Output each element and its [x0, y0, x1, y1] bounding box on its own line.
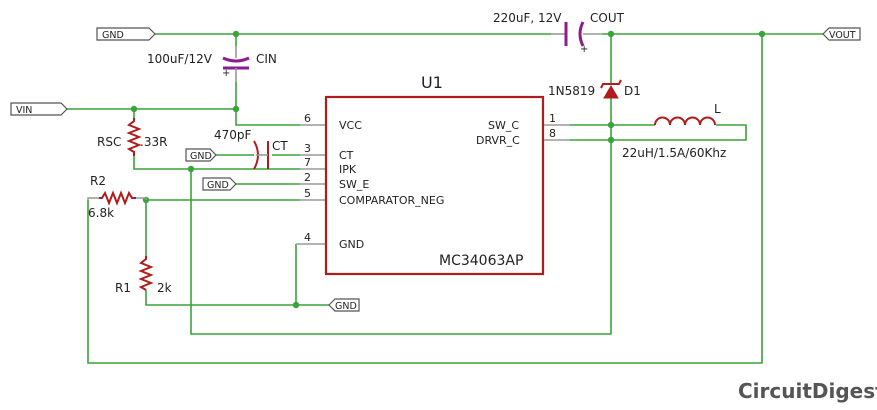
pin-number: 6	[304, 112, 311, 125]
wire-ipk-return	[190, 125, 612, 335]
diode-triangle	[603, 85, 619, 99]
pin-name: DRVR_C	[476, 134, 520, 147]
cap-plate-curved	[222, 56, 250, 63]
port-gnd-bottom[interactable]: GND	[328, 298, 360, 312]
polarity-mark: +	[222, 68, 230, 79]
rsc-value: .33R	[140, 135, 167, 149]
pin-name: SW_C	[488, 119, 519, 132]
port-label: GND	[335, 301, 357, 312]
capacitor-cin[interactable]: + 100uF/12V CIN	[147, 46, 277, 82]
watermark-text: CircuitDigest	[738, 379, 877, 403]
cin-ref: CIN	[256, 52, 277, 66]
pin-name: COMPARATOR_NEG	[339, 194, 444, 207]
rsc-ref: RSC	[97, 135, 121, 149]
junction-dot	[292, 301, 300, 309]
resistor-r2[interactable]: R2 6.8k	[87, 174, 147, 220]
port-label: GND	[207, 180, 229, 191]
r1-ref: R1	[115, 281, 131, 295]
resistor-rsc[interactable]: RSC .33R	[97, 118, 167, 156]
pin-number: 1	[549, 112, 556, 125]
port-gnd-top[interactable]: GND	[96, 27, 156, 41]
port-vin[interactable]: VIN	[10, 102, 68, 116]
junction-dot	[187, 165, 195, 173]
r1-value: 2k	[157, 281, 172, 295]
pin-number: 5	[304, 187, 311, 200]
pin-number: 4	[304, 231, 311, 244]
pin-name: GND	[339, 238, 364, 251]
l-ref: L	[714, 102, 721, 116]
watermark-logo: CircuitDigest	[738, 379, 877, 403]
pin-name: SW_E	[339, 178, 369, 191]
wire-drvrc	[570, 124, 747, 141]
junction-dot	[607, 30, 615, 38]
junction-dot	[607, 121, 615, 129]
pin-number: 7	[304, 156, 311, 169]
wire-feedback-loop	[87, 34, 763, 364]
capacitor-ct[interactable]: 470pF CT	[214, 128, 288, 170]
junctions	[130, 30, 766, 309]
wire-cin-vcc	[235, 82, 300, 126]
diode-d1[interactable]: 1N5819 D1	[548, 79, 641, 99]
cin-value: 100uF/12V	[147, 52, 213, 66]
d1-value: 1N5819	[548, 84, 595, 98]
ct-value: 470pF	[214, 128, 252, 142]
ic-ref: U1	[421, 73, 443, 92]
port-vout[interactable]: VOUT	[822, 27, 861, 41]
diode-bar	[600, 79, 622, 89]
l-value: 22uH/1.5A/60Khz	[622, 146, 726, 160]
wire-r1-gnd	[145, 290, 329, 306]
pin-number: 3	[304, 142, 311, 155]
r2-value: 6.8k	[88, 206, 114, 220]
wire-rsc-ipk	[133, 156, 300, 170]
port-label: VIN	[16, 105, 32, 116]
pin-number: 8	[549, 127, 556, 140]
resistor-r1[interactable]: R1 2k	[115, 256, 172, 295]
port-gnd-ct[interactable]: GND	[185, 148, 217, 162]
cout-value: 220uF, 12V	[493, 11, 562, 25]
capacitor-cout[interactable]: + 220uF, 12V COUT	[493, 11, 625, 55]
pin-name: CT	[339, 149, 354, 162]
junction-dot	[130, 105, 138, 113]
junction-dot	[232, 105, 240, 113]
junction-dot	[232, 30, 240, 38]
pin-number: 2	[304, 171, 311, 184]
ic-u1[interactable]: U1 MC34063AP 6 VCC 3 CT 7 IPK 2 SW_E 5 C…	[304, 73, 556, 276]
port-label: VOUT	[829, 30, 856, 41]
port-gnd-swe[interactable]: GND	[202, 177, 237, 191]
inductor-l[interactable]: L 22uH/1.5A/60Khz	[622, 102, 726, 160]
junction-dot	[758, 30, 766, 38]
ic-pin-leads	[296, 124, 570, 245]
ic-body	[324, 95, 545, 276]
d1-ref: D1	[624, 84, 641, 98]
pin-name: IPK	[339, 163, 357, 176]
r2-ref: R2	[90, 174, 106, 188]
port-label: GND	[190, 151, 212, 162]
polarity-mark: +	[580, 44, 588, 55]
port-label: GND	[102, 30, 124, 41]
cout-ref: COUT	[590, 11, 625, 25]
junction-dot	[607, 136, 615, 144]
wires	[67, 33, 823, 364]
ic-part-number: MC34063AP	[439, 253, 523, 269]
pin-name: VCC	[339, 119, 362, 132]
ct-ref: CT	[272, 139, 288, 153]
cap-plate-curved	[578, 21, 585, 47]
